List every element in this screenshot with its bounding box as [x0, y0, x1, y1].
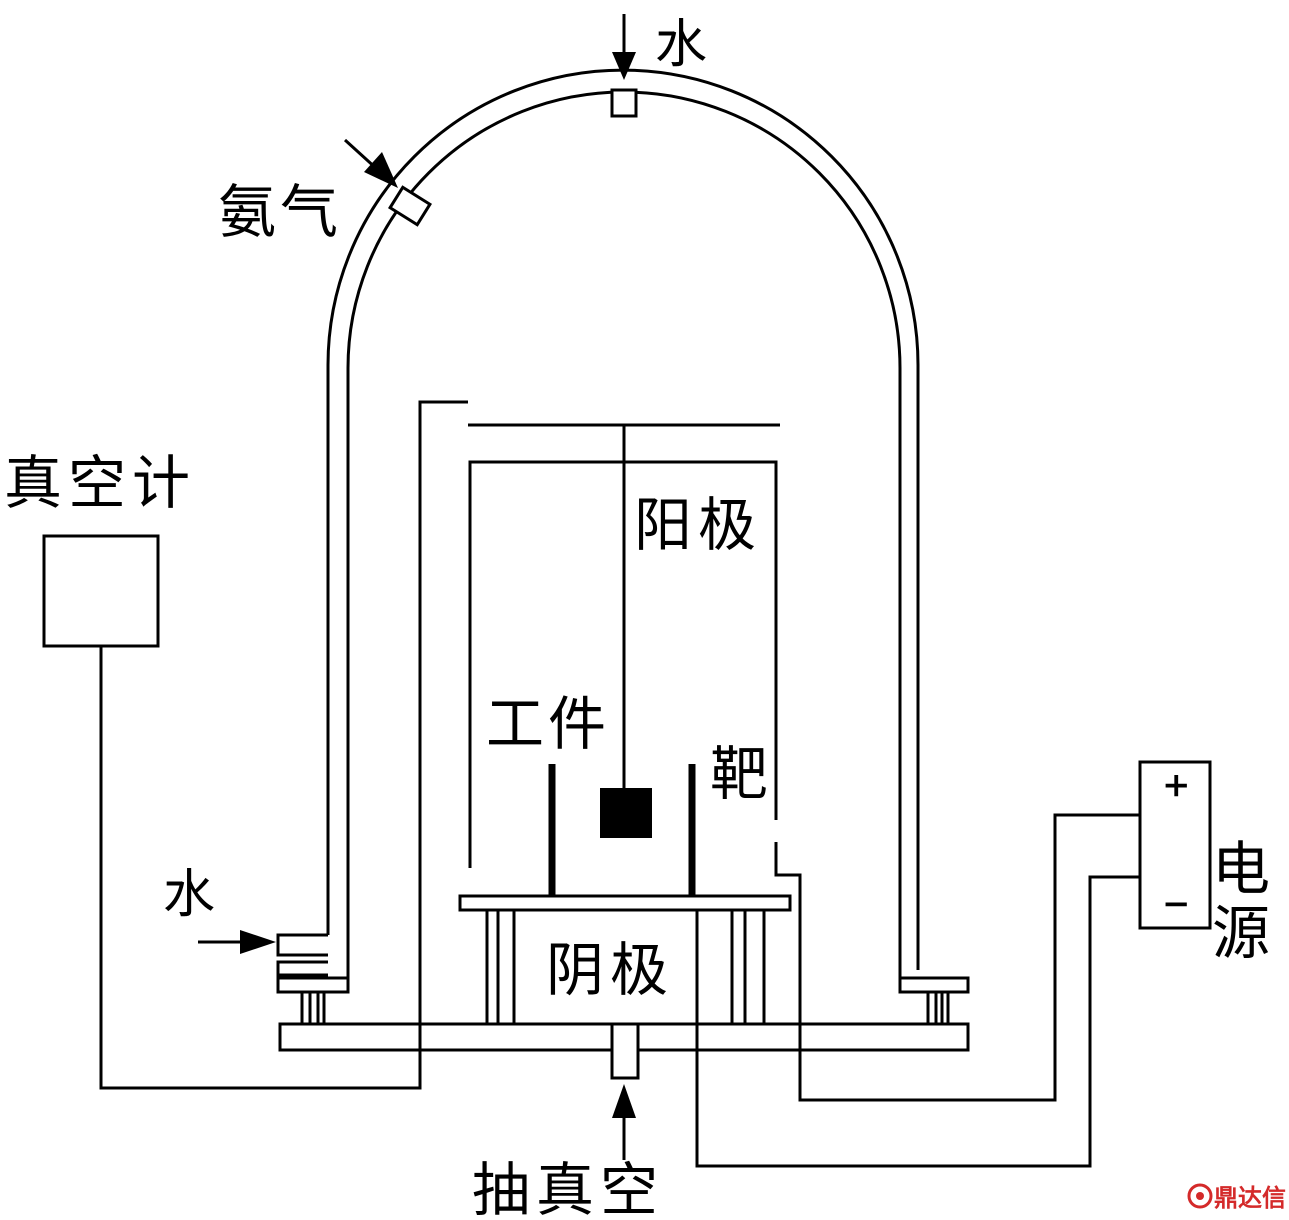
- power-plus-sign: +: [1162, 765, 1191, 805]
- vacuum-gauge-box: [42, 534, 160, 648]
- cathode-wire: [695, 875, 1140, 1168]
- left-flange: [276, 976, 350, 994]
- left-flange-post-2: [316, 990, 326, 1026]
- vacuum-gauge-wire: [99, 400, 468, 1090]
- vacuum-port: [610, 1022, 640, 1080]
- argon-label: 氨气: [218, 178, 342, 246]
- vacuum-arrowhead: [612, 1084, 636, 1118]
- anode-label: 阳极: [634, 491, 762, 559]
- watermark-text: 鼎达信: [1214, 1184, 1286, 1212]
- vacuum-gauge-label: 真空计: [4, 449, 196, 517]
- top-water-port: [610, 88, 638, 118]
- workpiece-block: [600, 788, 652, 838]
- right-flange-post-1: [926, 990, 938, 1026]
- right-flange: [898, 976, 970, 994]
- cathode-label: 阴极: [546, 936, 674, 1004]
- argon-arrowhead: [364, 152, 398, 188]
- shield-wire: [774, 813, 1140, 1102]
- water-side-label: 水: [163, 865, 215, 925]
- argon-port: [388, 185, 432, 227]
- power-supply-box: [1138, 760, 1212, 930]
- power-supply-label: 电源: [1202, 838, 1270, 966]
- left-flange-post-1: [300, 990, 312, 1026]
- right-flange-post-2: [940, 990, 950, 1026]
- water-top-arrowhead: [612, 52, 636, 80]
- inner-shield: [468, 460, 778, 868]
- logo-circle-icon: [1187, 1183, 1213, 1209]
- power-minus-sign: −: [1162, 884, 1191, 924]
- water-side-arrowhead: [240, 930, 276, 954]
- target-label: 靶: [710, 740, 768, 808]
- water-top-label: 水: [655, 15, 707, 75]
- cathode-table: [458, 894, 792, 912]
- vacuum-pump-label: 抽真空: [472, 1156, 664, 1220]
- side-water-port: [276, 933, 328, 977]
- workpiece-label: 工件: [486, 690, 610, 758]
- watermark: 鼎达信: [1187, 1183, 1286, 1212]
